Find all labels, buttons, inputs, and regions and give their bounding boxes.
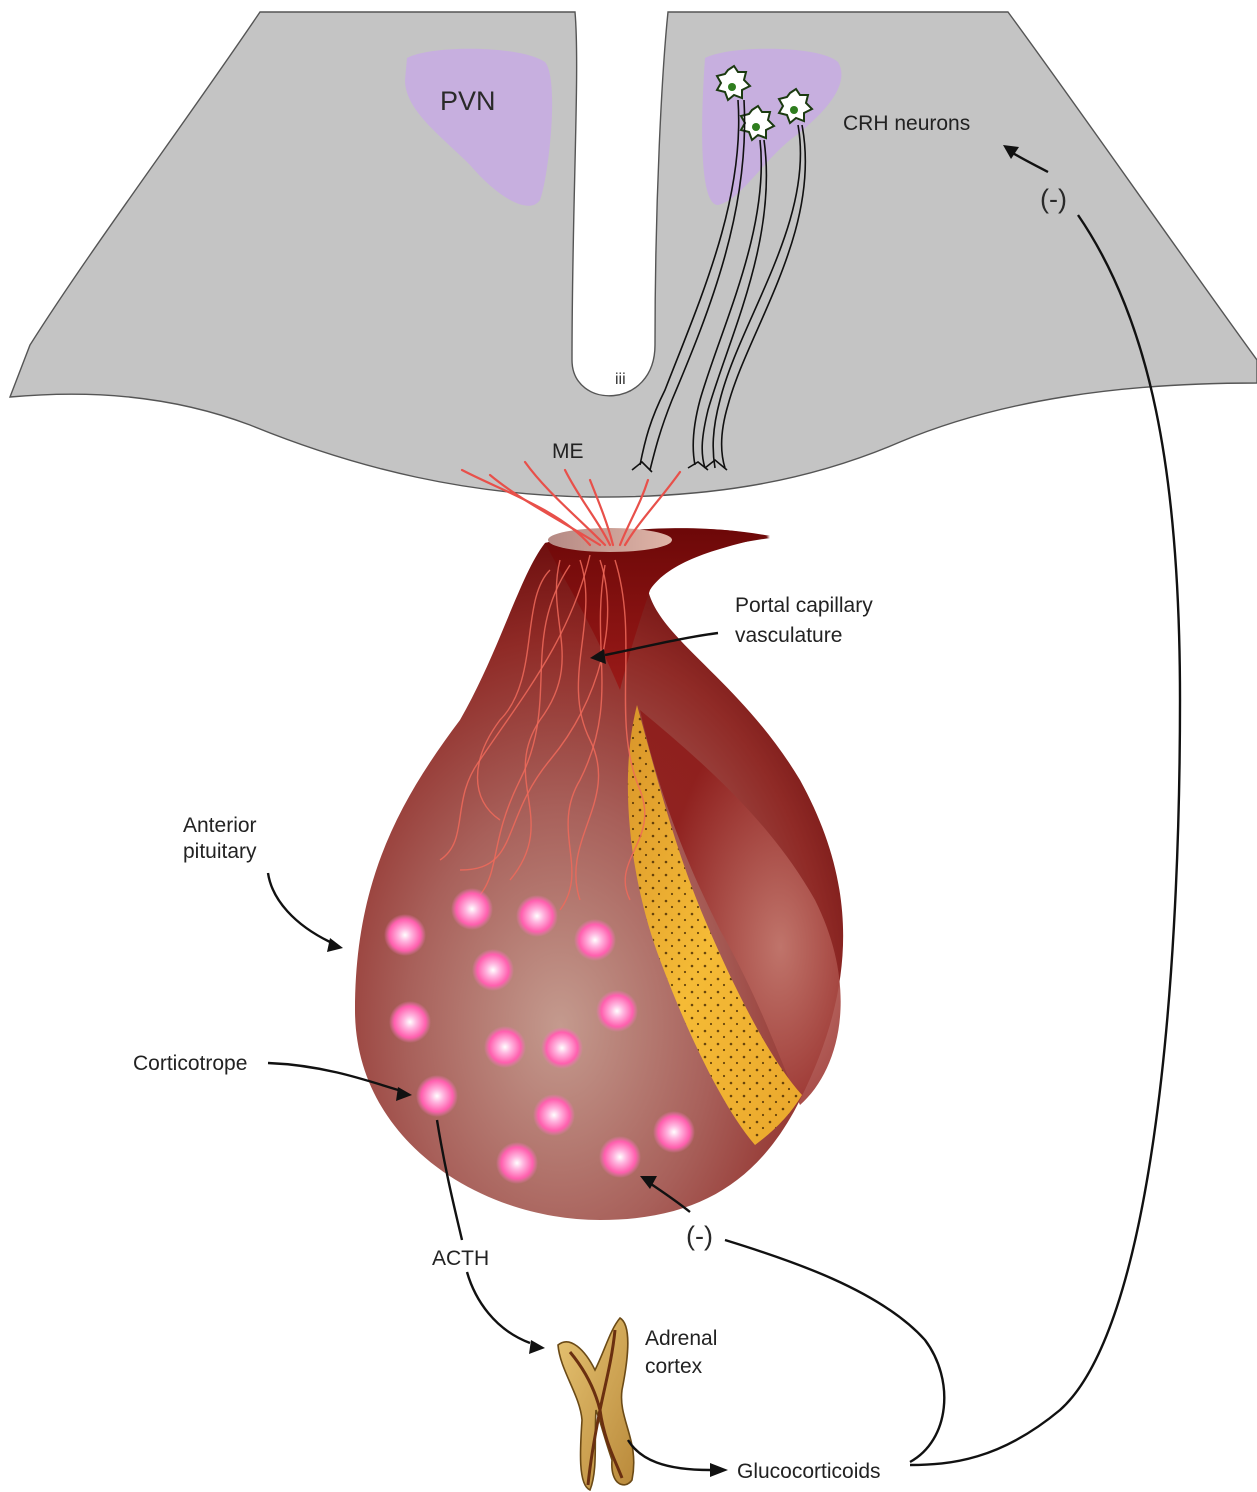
anterior-label-line1: Anterior	[183, 814, 257, 837]
median-eminence-label: ME	[552, 440, 584, 463]
pvn-label: PVN	[440, 86, 496, 116]
anterior-label-line2: pituitary	[183, 840, 257, 863]
adrenal-cortex	[558, 1318, 634, 1490]
arrow-anterior-label	[268, 873, 330, 942]
glucocorticoids-label: Glucocorticoids	[737, 1460, 881, 1483]
arrow-adrenal-to-glucocorticoids	[628, 1440, 710, 1470]
portal-label-line2: vasculature	[735, 624, 842, 647]
arrow-acth-to-adrenal	[467, 1272, 530, 1343]
third-ventricle-label: iii	[615, 371, 626, 388]
adrenal-label-line2: cortex	[645, 1355, 703, 1378]
adrenal-label-line1: Adrenal	[645, 1327, 717, 1350]
corticotrope-label: Corticotrope	[133, 1052, 247, 1075]
portal-label-line1: Portal capillary	[735, 594, 873, 617]
feedback-line-pituitary	[725, 1240, 944, 1462]
crh-neurons-label: CRH neurons	[843, 112, 970, 135]
hypothalamus	[10, 12, 1257, 497]
acth-label: ACTH	[432, 1247, 489, 1270]
feedback-sign-hypothalamus: (-)	[1040, 184, 1067, 214]
feedback-sign-pituitary: (-)	[686, 1221, 713, 1251]
